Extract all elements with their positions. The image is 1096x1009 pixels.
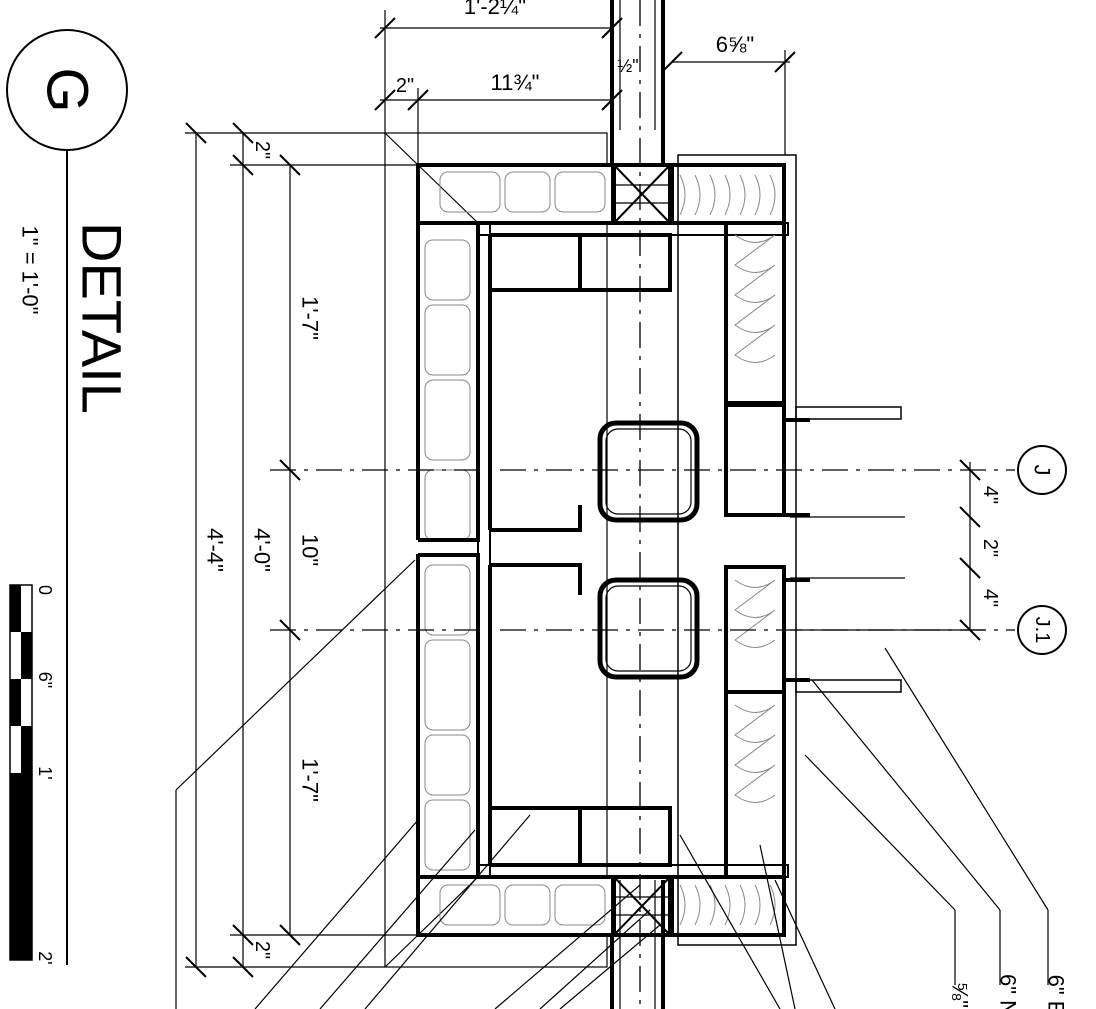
floor-slab-top [795,406,902,420]
dim-1-7-lower: 1'-7" [298,758,323,802]
scale-segment [21,726,32,773]
dim-10: 10" [298,534,323,566]
insulation-bottom [670,875,786,937]
graphic-scale-bar: 0 6" 1' 2' [9,584,55,965]
scale-label-1ft: 1' [35,766,55,779]
dim-2-mid: 2" [979,539,1001,557]
column-enclosure [384,132,905,968]
exterior-sheathing [677,154,797,946]
dim-overall-top: 1'-2¼" [464,0,526,19]
note-texts: 6" E 6" N ⅝" [948,974,1069,1009]
dim-2-top: 2" [396,75,414,97]
scale-segment [10,585,21,632]
scale-label-0: 0 [35,585,55,595]
insulation-side-2 [724,403,786,517]
batt-insulation-texture [679,174,776,926]
insulation-side-4 [724,690,786,879]
dim-11-3-4: 11¾" [491,70,540,95]
dim-4-4: 4'-4" [203,528,228,572]
scale-segment [10,773,32,960]
note-6-n: 6" N [996,974,1021,1009]
dimension-texts: 1'-2¼" ½" 6⅝" 2" 11¾" 2" 1'-7" 10" 4'-0"… [203,0,1002,959]
dim-2-upper: 2" [251,141,273,159]
grid-label-j: J [1030,465,1055,476]
note-6-e: 6" E [1044,975,1069,1009]
insulation-top [670,163,786,225]
grid-bubble-j: J [1017,445,1067,495]
dim-1-7-upper: 1'-7" [298,296,323,340]
steel-column-j1 [597,577,700,680]
grid-label-j1: J.1 [1031,617,1053,644]
detail-title: DETAIL [71,222,134,414]
dim-4-a: 4" [979,486,1001,504]
stone-return-top [416,163,615,225]
floor-slab-bottom [795,679,902,693]
wood-blocking-top [612,163,672,225]
scale-label-6in: 6" [35,672,55,688]
detail-scale: 1" = 1'-0" [18,226,43,315]
centerlines [270,0,1015,1009]
dim-4-b: 4" [979,589,1001,607]
detail-letter: G [35,67,100,112]
dim-4-0: 4'-0" [250,528,275,572]
dim-half: ½" [617,56,638,76]
dimension-lines [185,10,985,968]
steel-column-j [597,420,700,523]
scale-segment [21,632,32,679]
scale-segment [10,679,21,726]
metal-studs [488,233,672,867]
stone-texture [424,171,606,926]
dimension-ticks [185,17,981,978]
cladding-outline [384,132,608,968]
wall-section [610,0,665,1009]
dim-6-5-8: 6⅝" [716,32,754,57]
leader-lines [175,559,1049,1009]
wood-blocking-bottom [612,875,672,937]
note-5-8: ⅝" [948,982,973,1008]
grid-bubble-j1: J.1 [1017,605,1067,655]
detail-title-block: G DETAIL 1" = 1'-0" [6,29,134,965]
dim-2-lower: 2" [251,941,273,959]
scale-label-2ft: 2' [35,951,55,964]
